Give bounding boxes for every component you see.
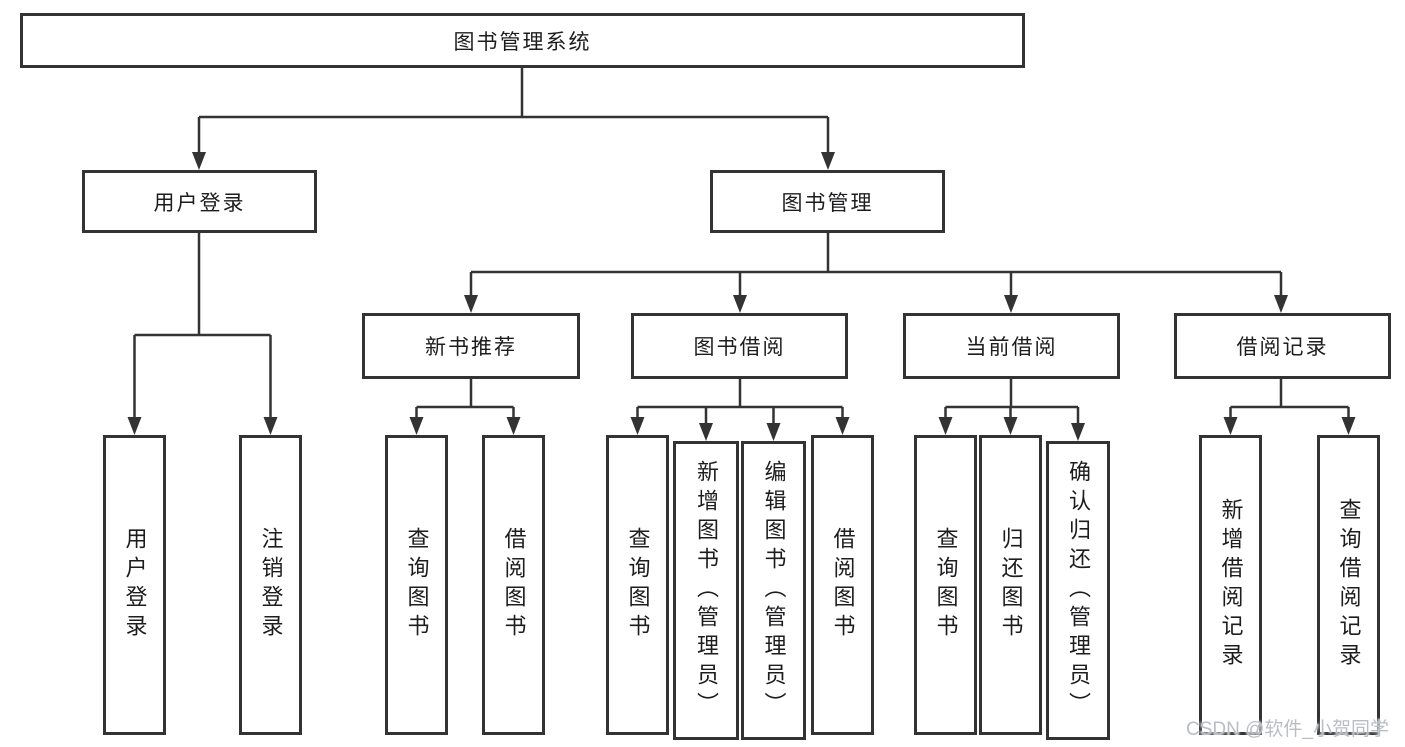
node-label: 注销登录: [258, 526, 284, 644]
connector-currentborrow-to-leaves: [938, 379, 1085, 441]
node-label: 新增图书（管理员）: [694, 459, 719, 722]
leaf-borrow-books-recommend: 借阅图书: [482, 435, 545, 735]
leaf-borrow-books: 借阅图书: [811, 435, 874, 735]
connector-root-to-level2: [192, 68, 835, 170]
connector-bookmgmt-to-level3: [464, 233, 1288, 313]
node-label: 用户登录: [153, 191, 246, 215]
node-label: 图书管理系统: [453, 30, 592, 54]
leaf-add-borrow-record: 新增借阅记录: [1199, 435, 1262, 735]
node-label: 确认归还（管理员）: [1066, 459, 1091, 722]
connector-borrowrecords-to-leaves: [1223, 379, 1356, 435]
csdn-watermark: CSDN @软件_小贺同学: [1186, 719, 1389, 740]
node-label: 查询图书: [933, 526, 959, 644]
node-label: 用户登录: [122, 526, 148, 644]
node-label: 编辑图书（管理员）: [761, 459, 787, 722]
leaf-edit-books-admin: 编辑图书（管理员）: [741, 441, 806, 740]
node-label: 借阅图书: [501, 526, 527, 644]
leaf-confirm-return-admin: 确认归还（管理员）: [1046, 441, 1110, 740]
node-label: 新书推荐: [425, 336, 517, 359]
connector-newbookrec-to-leaves: [409, 379, 521, 435]
node-label: 当前借阅: [965, 336, 1058, 359]
leaf-add-books-admin: 新增图书（管理员）: [673, 441, 739, 740]
node-label: 图书借阅: [693, 336, 786, 359]
connector-bookborrow-to-leaves: [630, 379, 850, 441]
node-current-borrowing: 当前借阅: [903, 313, 1120, 379]
leaf-user-login: 用户登录: [103, 435, 166, 735]
leaf-logout: 注销登录: [239, 435, 302, 735]
node-label: 查询图书: [404, 526, 430, 644]
node-label: 归还图书: [998, 526, 1024, 644]
node-label: 图书管理: [781, 191, 874, 215]
node-new-book-recommendation: 新书推荐: [362, 313, 580, 379]
node-label: 查询图书: [625, 526, 651, 644]
leaf-query-books-borrow: 查询图书: [606, 435, 669, 735]
node-label: 借阅图书: [830, 526, 856, 644]
node-label: 查询借阅记录: [1336, 497, 1362, 673]
node-borrowing-records: 借阅记录: [1174, 313, 1391, 379]
node-label: 借阅记录: [1236, 336, 1329, 359]
leaf-query-borrow-record: 查询借阅记录: [1317, 435, 1380, 735]
node-book-management: 图书管理: [710, 170, 945, 233]
node-user-login-branch: 用户登录: [82, 170, 317, 233]
node-book-borrowing: 图书借阅: [631, 313, 848, 379]
leaf-return-books: 归还图书: [979, 435, 1042, 735]
node-library-system: 图书管理系统: [20, 13, 1025, 68]
leaf-query-books-recommend: 查询图书: [385, 435, 448, 735]
node-label: 新增借阅记录: [1218, 497, 1244, 673]
connector-userlogin-to-leaves: [127, 233, 278, 435]
leaf-query-books-current: 查询图书: [914, 435, 977, 735]
